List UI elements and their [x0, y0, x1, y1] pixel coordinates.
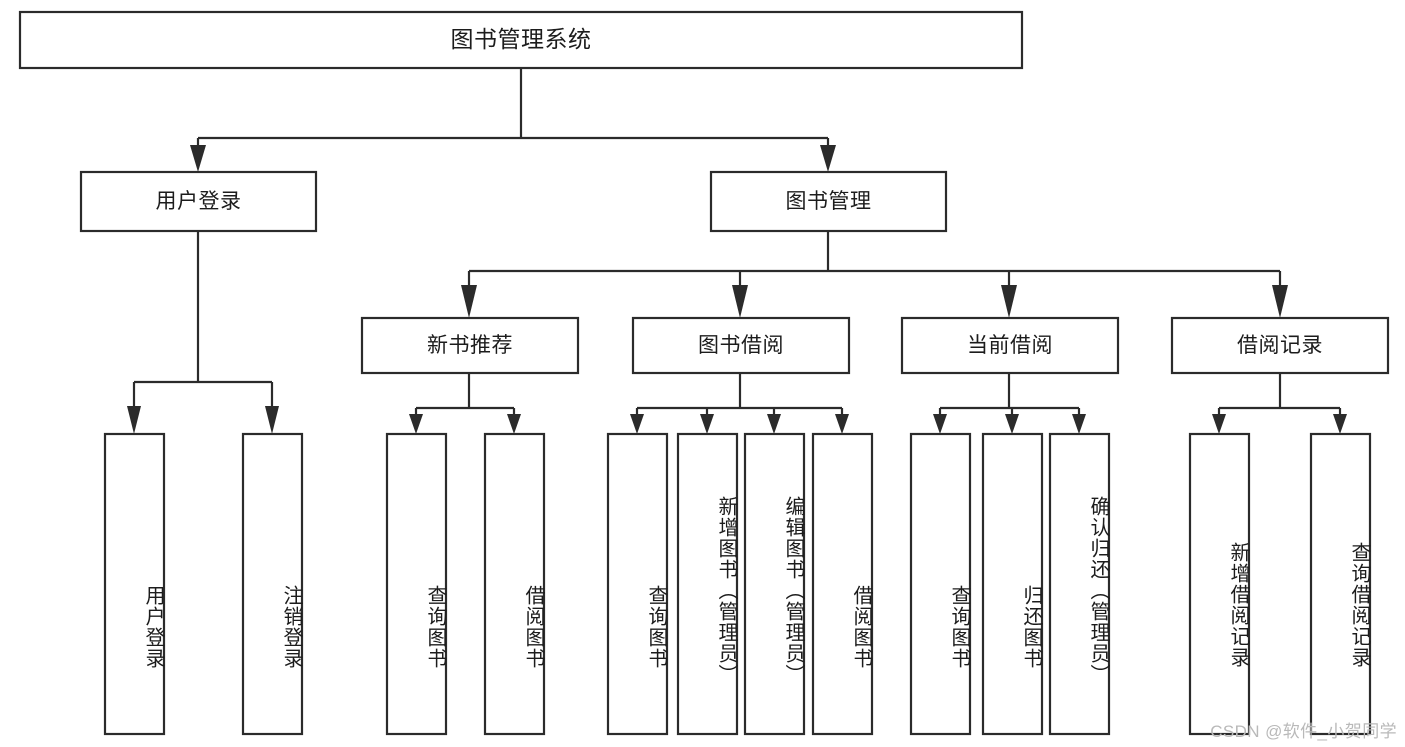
node-box-leaf-add-book[interactable]: [676, 432, 739, 736]
node-box-current-borrow[interactable]: [900, 316, 1120, 375]
arrow-bm-to-borrow-record: [1272, 285, 1288, 318]
node-box-book-borrow[interactable]: [631, 316, 851, 375]
node-box-user-login[interactable]: [79, 170, 318, 233]
arrow-cb-to-leaf-return-book: [1005, 414, 1019, 434]
edge-current-borrow-to-leaves: [933, 373, 1086, 434]
edge-root-to-level2: [190, 68, 836, 172]
node-box-leaf-query-book-current[interactable]: [909, 432, 972, 736]
arrow-root-to-user-login: [190, 145, 206, 172]
arrow-bb-to-leaf-edit-book: [767, 414, 781, 434]
arrow-root-to-book-manage: [820, 145, 836, 172]
node-box-leaf-add-borrow-record[interactable]: [1188, 432, 1251, 736]
node-box-leaf-borrow-book[interactable]: [811, 432, 874, 736]
node-box-root[interactable]: [18, 10, 1024, 70]
node-box-borrow-record[interactable]: [1170, 316, 1390, 375]
edge-book-borrow-to-leaves: [630, 373, 849, 434]
arrow-br-to-leaf-add-record: [1212, 414, 1226, 434]
node-box-leaf-query-book-borrow[interactable]: [606, 432, 669, 736]
edge-new-book-recommend-to-leaves: [409, 373, 521, 434]
arrow-bb-to-leaf-query-book: [630, 414, 644, 434]
node-box-leaf-confirm-return[interactable]: [1048, 432, 1111, 736]
arrow-cb-to-leaf-confirm-return: [1072, 414, 1086, 434]
node-box-leaf-logout[interactable]: [241, 432, 304, 736]
node-box-book-manage[interactable]: [709, 170, 948, 233]
arrow-bm-to-book-borrow: [732, 285, 748, 318]
arrow-bm-to-current-borrow: [1001, 285, 1017, 318]
arrow-rec-to-leaf-query-book: [409, 414, 423, 434]
node-box-new-book-recommend[interactable]: [360, 316, 580, 375]
arrow-bb-to-leaf-borrow-book: [835, 414, 849, 434]
edge-borrow-record-to-leaves: [1212, 373, 1347, 434]
arrow-rec-to-leaf-borrow-book: [507, 414, 521, 434]
arrow-ul-to-leaf-user-login: [127, 406, 141, 434]
arrow-br-to-leaf-query-record: [1333, 414, 1347, 434]
node-box-leaf-borrow-book-recommend[interactable]: [483, 432, 546, 736]
arrow-bm-to-new-book-recommend: [461, 285, 477, 318]
arrow-cb-to-leaf-query-book: [933, 414, 947, 434]
node-box-leaf-edit-book[interactable]: [743, 432, 806, 736]
node-box-leaf-user-login[interactable]: [103, 432, 166, 736]
arrow-ul-to-leaf-logout: [265, 406, 279, 434]
arrow-bb-to-leaf-add-book: [700, 414, 714, 434]
edge-user-login-to-leaves: [127, 231, 279, 434]
edge-book-manage-to-level3: [461, 231, 1288, 318]
node-box-leaf-query-book-recommend[interactable]: [385, 432, 448, 736]
node-box-leaf-return-book[interactable]: [981, 432, 1044, 736]
node-box-leaf-query-borrow-record[interactable]: [1309, 432, 1372, 736]
